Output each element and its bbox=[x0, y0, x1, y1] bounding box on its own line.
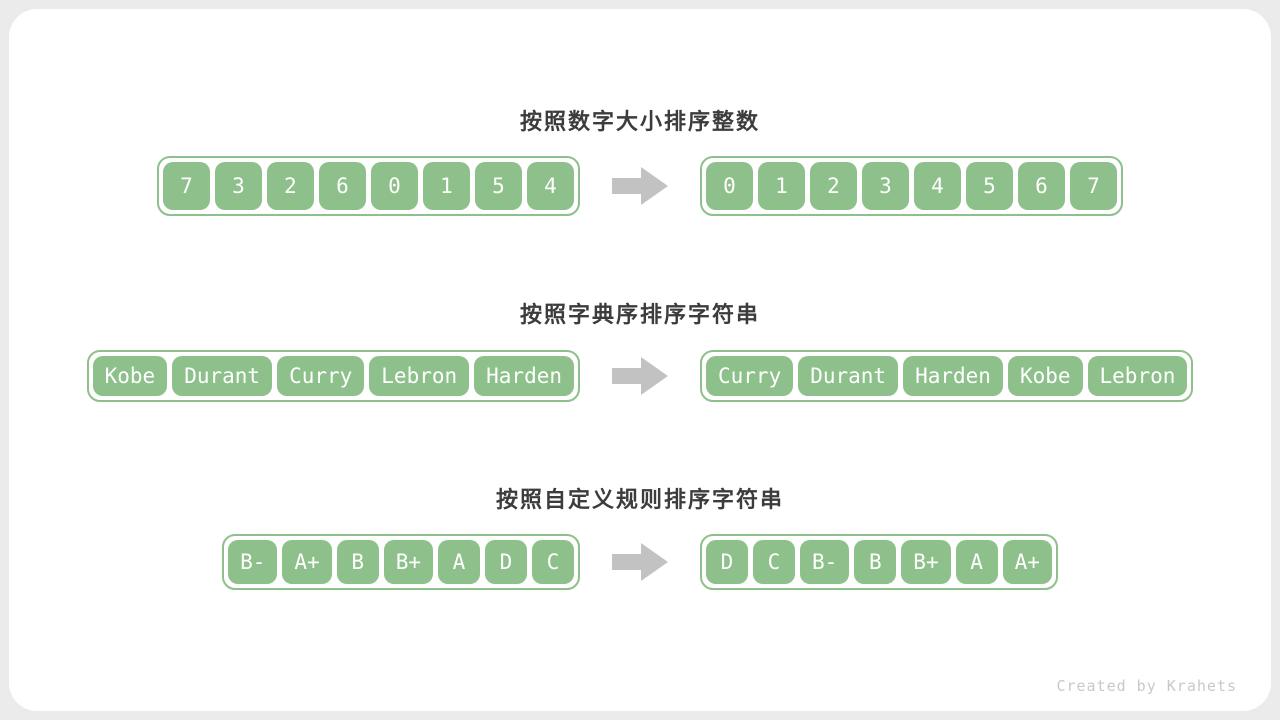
array-item: 6 bbox=[1018, 162, 1065, 210]
array-item: A+ bbox=[282, 540, 332, 584]
array-item: 0 bbox=[706, 162, 753, 210]
array-item: C bbox=[753, 540, 795, 584]
array-item: C bbox=[532, 540, 574, 584]
right-arrow-icon bbox=[612, 167, 668, 205]
array-item: 4 bbox=[527, 162, 574, 210]
array-item: B+ bbox=[383, 540, 433, 584]
array-item: 0 bbox=[371, 162, 418, 210]
array-item: Durant bbox=[798, 356, 899, 396]
array-item: B- bbox=[228, 540, 278, 584]
array-item: 7 bbox=[163, 162, 210, 210]
array-item: 4 bbox=[914, 162, 961, 210]
array-item: Lebron bbox=[369, 356, 470, 396]
array-item: B- bbox=[800, 540, 850, 584]
array-item: 6 bbox=[319, 162, 366, 210]
array-item: 7 bbox=[1070, 162, 1117, 210]
array-item: B+ bbox=[901, 540, 951, 584]
watermark: Created by Krahets bbox=[1056, 677, 1237, 695]
array-item: 2 bbox=[267, 162, 314, 210]
array-item: 1 bbox=[758, 162, 805, 210]
array-item: 3 bbox=[215, 162, 262, 210]
array-item: Lebron bbox=[1087, 356, 1188, 396]
right-arrow-icon bbox=[612, 357, 668, 395]
array-item: D bbox=[706, 540, 748, 584]
array-item: 1 bbox=[423, 162, 470, 210]
array-item: 3 bbox=[862, 162, 909, 210]
array-item: A+ bbox=[1002, 540, 1052, 584]
array-item: D bbox=[485, 540, 527, 584]
array-item: B bbox=[336, 540, 379, 584]
array-item: Kobe bbox=[92, 356, 168, 396]
array-item: A bbox=[955, 540, 998, 584]
array-item: 5 bbox=[475, 162, 522, 210]
right-arrow-icon bbox=[612, 543, 668, 581]
array-item: Harden bbox=[903, 356, 1003, 396]
array-item: Durant bbox=[172, 356, 273, 396]
array-item: A bbox=[438, 540, 480, 584]
array-item: Curry bbox=[277, 356, 365, 396]
array-item: B bbox=[854, 540, 897, 584]
array-item: 2 bbox=[810, 162, 857, 210]
array-item: 5 bbox=[966, 162, 1013, 210]
section-title: 按照自定义规则排序字符串 bbox=[495, 487, 784, 512]
array-item: Harden bbox=[474, 356, 574, 396]
section-title: 按照数字大小排序整数 bbox=[519, 109, 760, 134]
section-title: 按照字典序排序字符串 bbox=[519, 302, 760, 327]
array-item: Curry bbox=[706, 356, 794, 396]
array-item: Kobe bbox=[1007, 356, 1083, 396]
